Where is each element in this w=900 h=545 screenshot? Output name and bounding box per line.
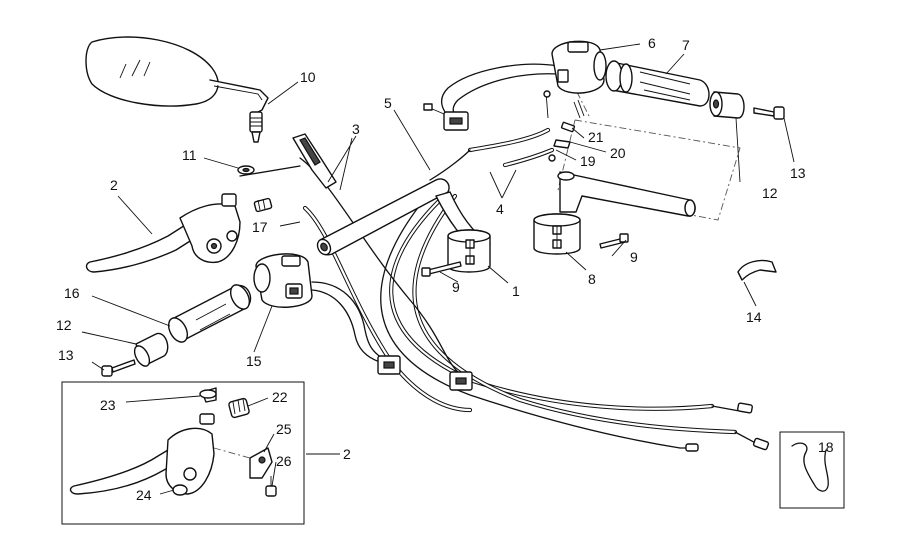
- callout-26: 26: [276, 453, 292, 469]
- callout-14: 14: [746, 309, 762, 325]
- callout-6: 6: [648, 35, 656, 51]
- right-switch-6: [551, 40, 607, 94]
- callout-11: 11: [182, 147, 197, 163]
- callout-9-right: 9: [630, 249, 638, 265]
- bolt-13-right: [753, 106, 785, 120]
- callout-12-left: 12: [56, 317, 72, 333]
- callout-8: 8: [588, 271, 596, 287]
- cable-adjuster-17: [253, 197, 273, 213]
- left-grip-16: [167, 284, 252, 343]
- callout-2-lower: 2: [343, 446, 351, 462]
- connector-left-switch: [377, 355, 401, 375]
- callout-4: 4: [496, 201, 504, 217]
- callout-23: 23: [100, 397, 116, 413]
- bar-end-weight-left: [133, 332, 169, 367]
- mirror: [85, 36, 269, 143]
- callout-9-left: 9: [452, 279, 460, 295]
- callout-1: 1: [512, 283, 520, 299]
- callout-13-left: 13: [58, 347, 74, 363]
- right-handlebar-tube: [557, 171, 696, 217]
- callout-22: 22: [272, 389, 288, 405]
- cables: [239, 63, 766, 449]
- bracket-3: [292, 133, 337, 189]
- bolt-9-left: [421, 261, 462, 277]
- throttle-grip-7: [605, 60, 710, 107]
- callout-2-upper: 2: [110, 177, 118, 193]
- bolt-13-left: [101, 359, 136, 377]
- leader-lines: [81, 43, 795, 495]
- callout-12-right: 12: [762, 185, 778, 201]
- inset-box-18: [779, 431, 845, 509]
- callout-5: 5: [384, 95, 392, 111]
- clamp-8: [533, 213, 581, 255]
- cable-ends: [685, 402, 770, 452]
- callout-25: 25: [276, 421, 292, 437]
- inset-box-lever-detail: [61, 381, 305, 525]
- clamp-1: [447, 229, 491, 273]
- callout-3: 3: [352, 121, 360, 137]
- callout-17: 17: [252, 219, 268, 235]
- callout-19: 19: [580, 153, 596, 169]
- callout-18: 18: [818, 439, 834, 455]
- callout-16: 16: [64, 285, 80, 301]
- callout-20: 20: [610, 145, 626, 161]
- clutch-lever: [85, 193, 241, 273]
- callout-21: 21: [588, 129, 604, 145]
- connector-right-switch: [423, 103, 469, 131]
- left-switch-15: [253, 253, 313, 308]
- bar-end-weight-right: [709, 91, 745, 119]
- callout-10: 10: [300, 69, 316, 85]
- callout-24: 24: [136, 487, 152, 503]
- bolt-9-right: [599, 233, 629, 249]
- connector-center: [449, 371, 473, 391]
- callout-7: 7: [682, 37, 690, 53]
- callout-labels: 1 2 2 3 4 5 6 7 8 9 9 10 11 12 12 13 13 …: [56, 35, 834, 503]
- callout-15: 15: [246, 353, 262, 369]
- small-parts-19-21: [543, 90, 585, 162]
- callout-13-right: 13: [790, 165, 806, 181]
- clip-14: [737, 259, 777, 281]
